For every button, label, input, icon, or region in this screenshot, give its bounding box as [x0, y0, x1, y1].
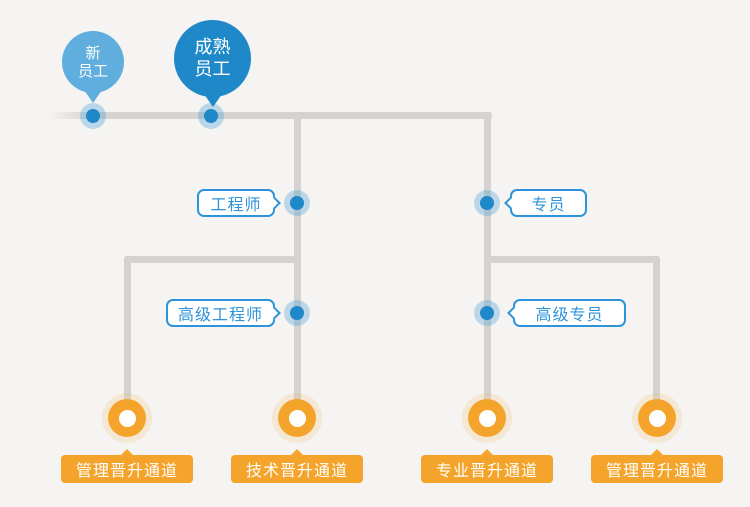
connector-management-left-vertical — [124, 256, 131, 401]
node-new-employee: 新 员工 — [62, 31, 124, 103]
channel-node-technical — [278, 399, 316, 437]
stage-label-senior-engineer: 高级工程师 — [166, 299, 281, 327]
channel-node-management-right — [638, 399, 676, 437]
node-new-employee-label-line1: 新 — [85, 44, 101, 62]
channel-label-professional: 专业晋升通道 — [421, 455, 553, 483]
milestone-dot-new-employee — [80, 103, 106, 129]
stage-label-senior-engineer-text: 高级工程师 — [177, 305, 263, 324]
arrow-right-icon — [268, 306, 281, 320]
node-mature-employee-label-line1: 成熟 — [194, 36, 231, 58]
channel-label-professional-text: 专业晋升通道 — [435, 461, 538, 480]
connector-management-right-vertical — [653, 256, 660, 401]
stage-label-specialist: 专员 — [504, 189, 587, 217]
channel-label-management-right: 管理晋升通道 — [591, 455, 723, 483]
milestone-dot-senior-specialist — [474, 300, 500, 326]
arrow-left-icon — [504, 196, 517, 210]
connector-top-horizontal — [48, 112, 492, 119]
channel-label-technical: 技术晋升通道 — [231, 455, 363, 483]
stage-label-engineer: 工程师 — [197, 189, 281, 217]
channel-label-management-right-text: 管理晋升通道 — [605, 461, 708, 480]
arrow-right-icon — [268, 196, 281, 210]
channel-node-professional — [468, 399, 506, 437]
milestone-dot-mature-employee — [198, 103, 224, 129]
channel-label-management-left-text: 管理晋升通道 — [75, 461, 178, 480]
connector-branch-right — [484, 256, 660, 263]
balloon-tail-icon — [84, 90, 102, 103]
milestone-dot-senior-engineer — [284, 300, 310, 326]
node-mature-employee-label-line2: 员工 — [194, 58, 231, 80]
stage-label-specialist-text: 专员 — [531, 195, 566, 214]
balloon-tail-icon — [203, 94, 222, 107]
milestone-dot-engineer — [284, 190, 310, 216]
stage-label-engineer-text: 工程师 — [210, 195, 262, 214]
stage-label-senior-specialist: 高级专员 — [507, 299, 626, 327]
node-mature-employee: 成熟 员工 — [174, 20, 251, 107]
node-new-employee-label-line2: 员工 — [77, 62, 108, 80]
milestone-dot-specialist — [474, 190, 500, 216]
connector-branch-left — [124, 256, 301, 263]
stage-label-senior-specialist-text: 高级专员 — [535, 305, 604, 324]
arrow-left-icon — [507, 306, 520, 320]
channel-label-management-left: 管理晋升通道 — [61, 455, 193, 483]
channel-label-technical-text: 技术晋升通道 — [245, 461, 348, 480]
channel-node-management-left — [108, 399, 146, 437]
